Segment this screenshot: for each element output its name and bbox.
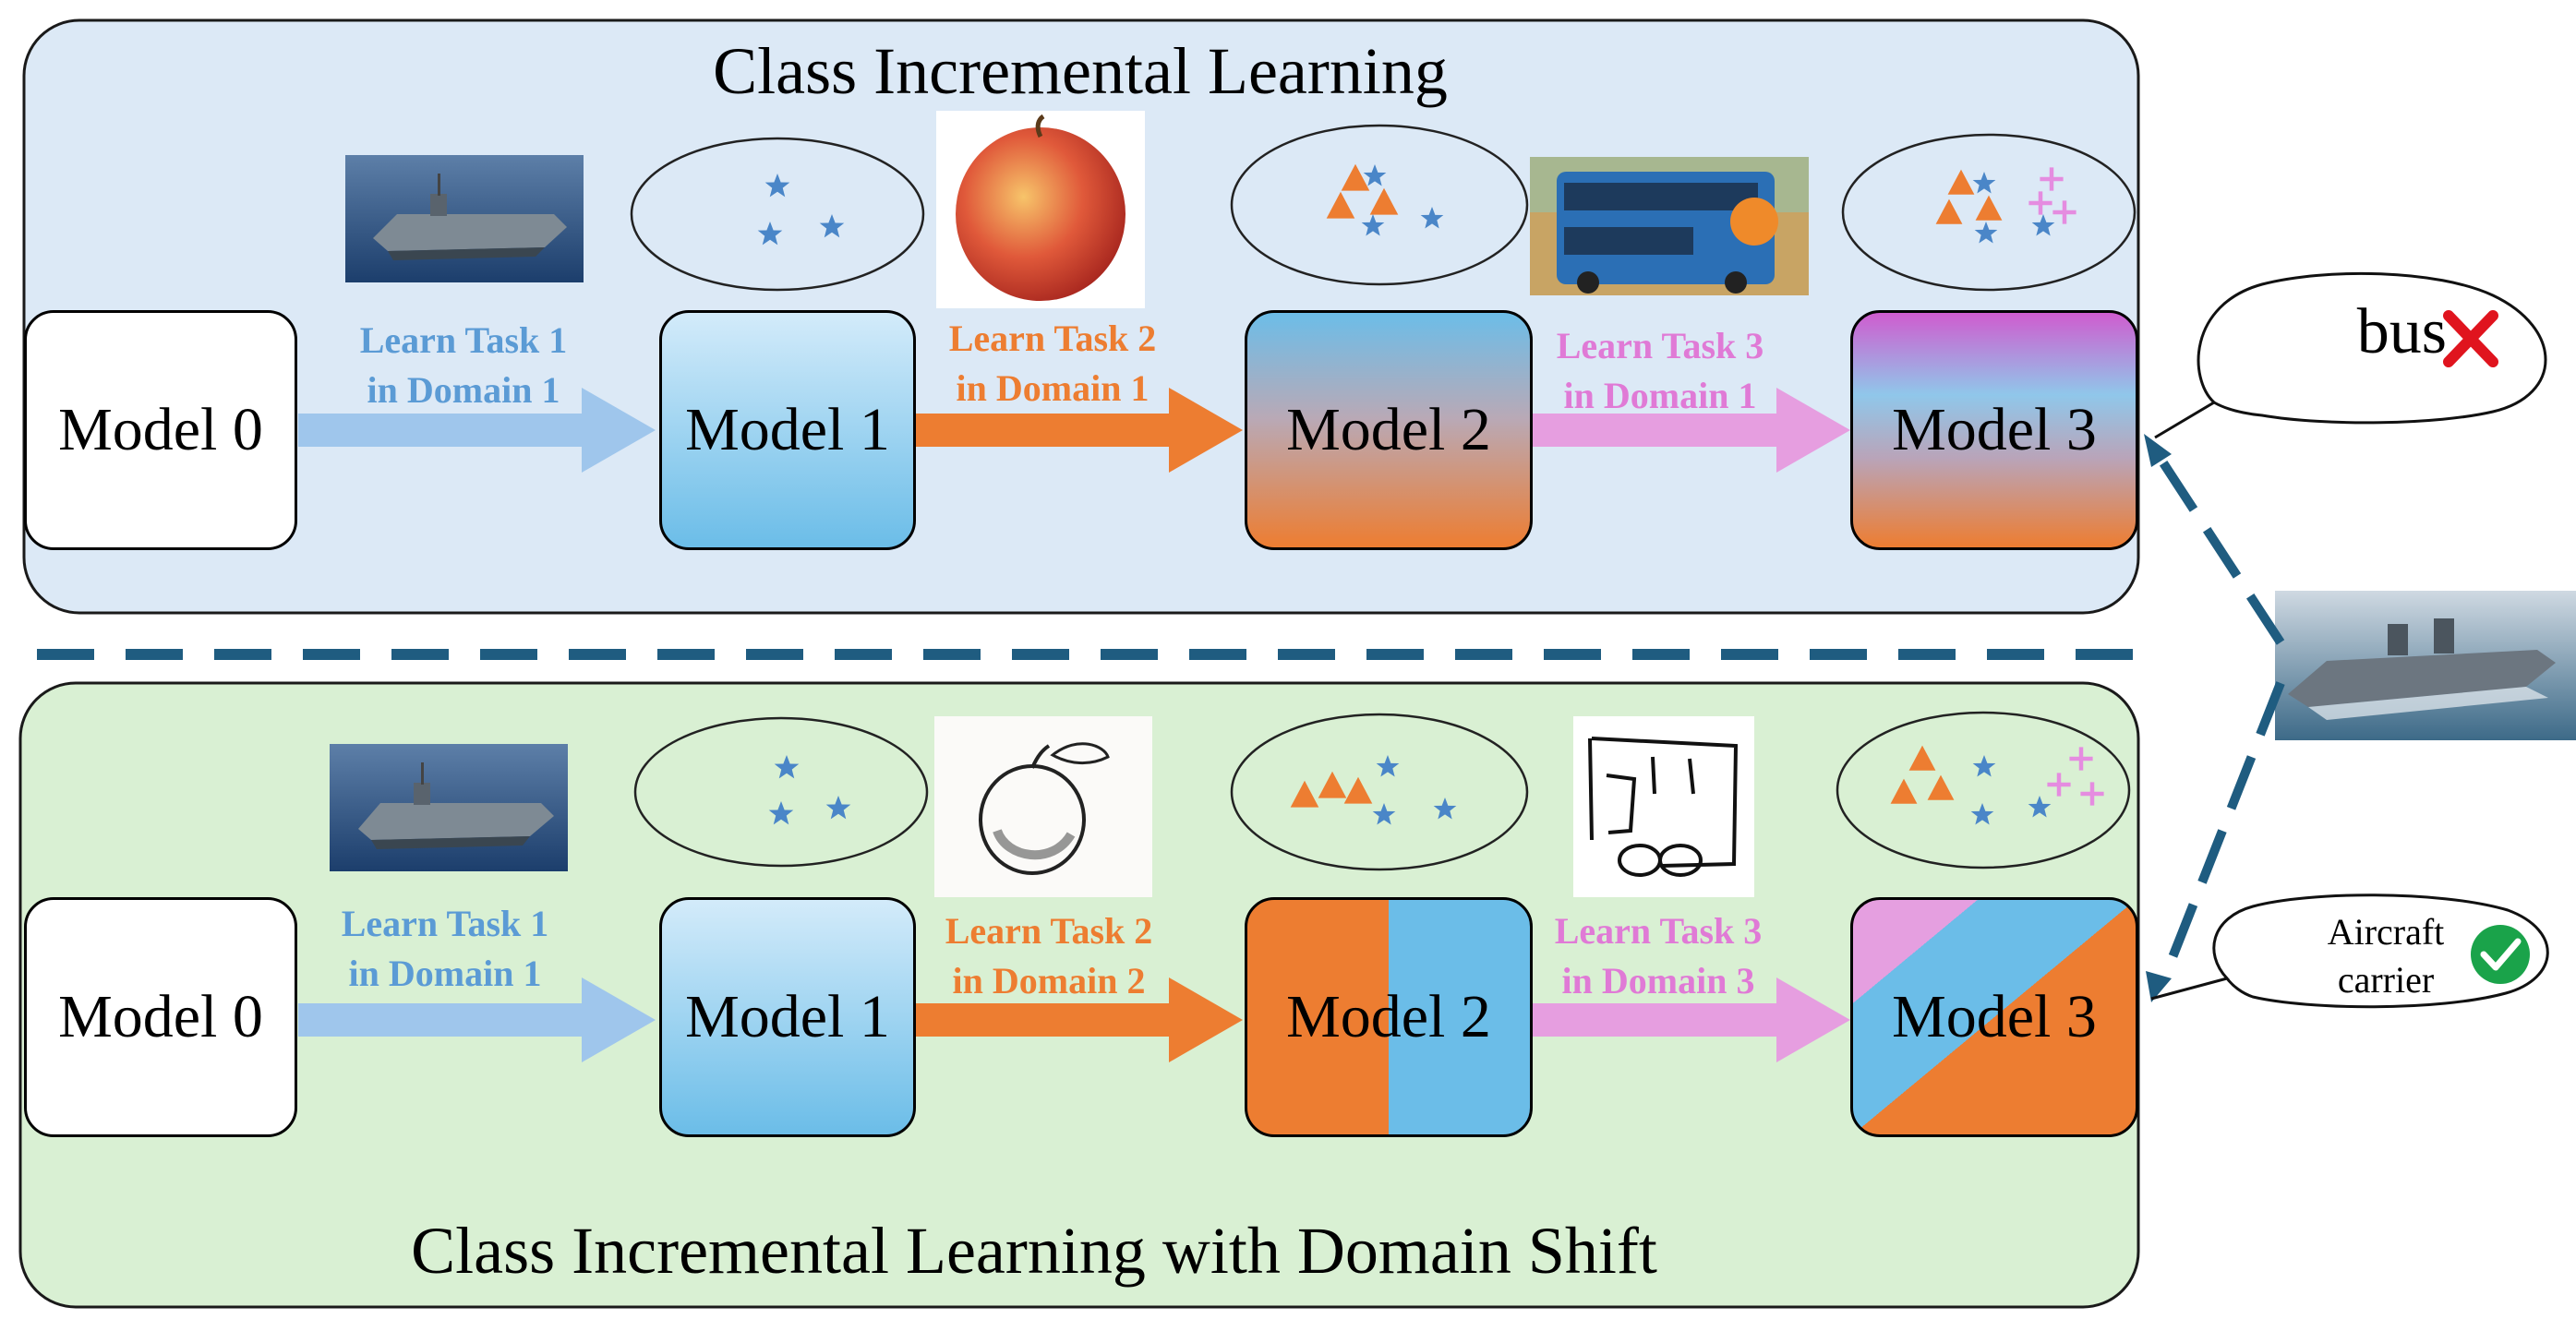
bottom-arrow-task2	[914, 977, 1243, 1062]
green-check-icon	[2471, 925, 2530, 984]
edge-label-line1: Learn Task 1	[341, 903, 549, 944]
model-label: Model 3	[1892, 983, 2097, 1050]
top-arrow-task3	[1531, 388, 1850, 473]
top-model-2: Model 2	[1245, 310, 1533, 550]
query-arrow-bottom	[2146, 681, 2285, 1002]
edge-label-line1: Learn Task 3	[1554, 910, 1763, 952]
bottom-edge-label-1: Learn Task 1 in Domain 1	[307, 899, 584, 999]
model-label: Model 3	[1892, 396, 2097, 463]
top-feature-space-2	[1230, 124, 1529, 286]
bottom-model-1: Model 1	[659, 897, 916, 1137]
top-aircraft-carrier-image	[345, 155, 584, 282]
top-model-1: Model 1	[659, 310, 916, 550]
edge-label-line2: in Domain 1	[348, 953, 542, 994]
top-apple-image	[936, 111, 1145, 308]
bottom-aircraft-carrier-image	[330, 744, 568, 871]
model-label: Model 1	[685, 396, 890, 463]
top-edge-label-3: Learn Task 3 in Domain 1	[1522, 321, 1799, 421]
bottom-apple-sketch-image	[934, 716, 1152, 897]
edge-label-line1: Learn Task 1	[359, 319, 568, 361]
bottom-feature-space-2	[1230, 713, 1529, 871]
edge-label-line1: Learn Task 2	[948, 318, 1157, 359]
bottom-prediction-bubble	[2150, 893, 2549, 1009]
bottom-model-2: Model 2	[1245, 897, 1533, 1137]
bottom-edge-label-2: Learn Task 2 in Domain 2	[910, 906, 1187, 1006]
red-cross-icon	[2443, 310, 2498, 367]
edge-label-line1: Learn Task 3	[1556, 325, 1764, 366]
bottom-prediction-text: Aircraft carrier	[2303, 908, 2469, 1004]
bottom-arrow-task1	[298, 977, 656, 1062]
top-arrow-task2	[914, 388, 1243, 473]
bottom-arrow-task3	[1531, 977, 1850, 1062]
query-aircraft-carrier-image	[2275, 591, 2576, 740]
edge-label-line2: in Domain 2	[952, 960, 1146, 1001]
model-label: Model 1	[685, 983, 890, 1050]
model-label: Model 0	[58, 396, 263, 463]
bottom-model-3: Model 3	[1850, 897, 2138, 1137]
bottom-edge-label-3: Learn Task 3 in Domain 3	[1520, 906, 1797, 1006]
prediction-line1: Aircraft	[2327, 911, 2445, 953]
top-arrow-task1	[298, 388, 656, 473]
model-label: Model 2	[1286, 396, 1491, 463]
top-feature-space-1	[630, 137, 925, 292]
edge-label-line2: in Domain 1	[367, 369, 560, 411]
bottom-feature-space-1	[633, 716, 929, 868]
query-arrow-top	[2144, 434, 2285, 645]
bottom-bus-doodle-image	[1573, 716, 1754, 897]
top-model-0: Model 0	[24, 310, 297, 550]
model-label: Model 0	[58, 983, 263, 1050]
top-bus-image	[1530, 157, 1809, 295]
model-label: Model 2	[1286, 983, 1491, 1050]
top-edge-label-1: Learn Task 1 in Domain 1	[325, 316, 602, 415]
bottom-model-0: Model 0	[24, 897, 297, 1137]
prediction-line2: carrier	[2337, 959, 2435, 1001]
top-model-3: Model 3	[1850, 310, 2138, 550]
top-feature-space-3	[1841, 133, 2137, 292]
edge-label-line2: in Domain 1	[956, 367, 1150, 409]
bottom-panel-title: Class Incremental Learning with Domain S…	[411, 1214, 1657, 1288]
top-prediction-text: bus	[2356, 296, 2447, 367]
top-panel-title: Class Incremental Learning	[713, 34, 1448, 108]
edge-label-line2: in Domain 3	[1561, 960, 1755, 1001]
top-edge-label-2: Learn Task 2 in Domain 1	[914, 314, 1191, 414]
edge-label-line2: in Domain 1	[1563, 375, 1757, 416]
edge-label-line1: Learn Task 2	[945, 910, 1153, 952]
bottom-feature-space-3	[1836, 711, 2131, 869]
